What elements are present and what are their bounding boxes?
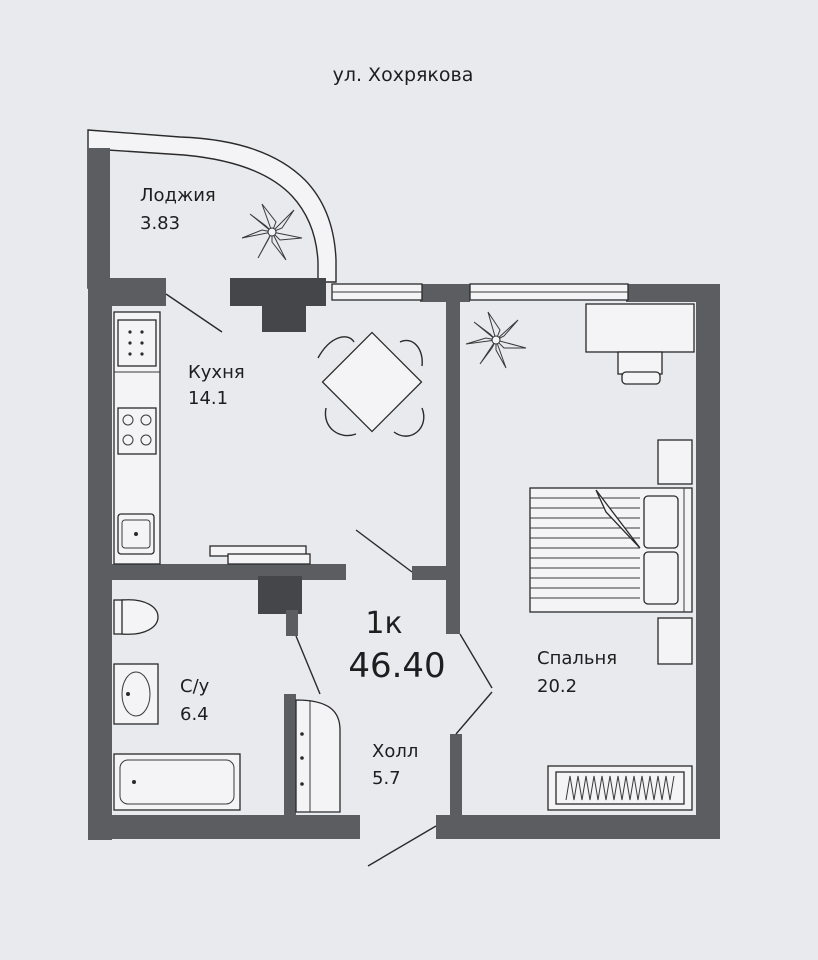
loggia-area: 3.83	[140, 213, 180, 234]
bottom-wall-right	[436, 815, 720, 839]
walls	[87, 129, 720, 840]
entrance-door-swing	[367, 825, 437, 867]
desk-icon	[585, 303, 695, 385]
kitchen-bedroom-partition	[446, 298, 460, 634]
bathroom-name: С/у	[180, 676, 210, 697]
loggia-name: Лоджия	[140, 185, 216, 206]
bathroom-door-swing	[295, 635, 321, 695]
bottom-wall-left	[88, 815, 360, 839]
doors	[165, 293, 493, 867]
street-label: ул. Хохрякова	[333, 64, 474, 86]
bathroom-sink-icon	[113, 663, 159, 725]
hall-area: 5.7	[372, 768, 401, 789]
bathroom-right-partition	[284, 694, 296, 818]
apartment-total-area: 46.40	[348, 646, 445, 686]
radiator-icon	[547, 765, 693, 811]
bathtub-icon	[113, 753, 241, 811]
apartment-type: 1к	[365, 606, 402, 641]
stove-icon	[117, 407, 157, 455]
left-outer-wall	[88, 278, 112, 840]
bedroom-area: 20.2	[537, 676, 577, 697]
bedroom-door-swing-lower	[455, 691, 493, 735]
right-outer-wall	[696, 284, 720, 839]
hall-name: Холл	[372, 741, 418, 762]
wardrobe-icon	[295, 699, 341, 813]
loggia-plant-icon	[241, 203, 303, 261]
kitchen-counter	[113, 311, 161, 565]
kitchen-area: 14.1	[188, 388, 228, 409]
kitchen-shelf	[209, 545, 311, 565]
kitchen-door-swing	[355, 529, 413, 573]
loggia-door-swing	[165, 293, 223, 333]
bedroom-door-swing-upper	[459, 633, 493, 689]
hob-icon	[117, 319, 157, 367]
nightstand-icon	[657, 439, 693, 665]
bathroom-area: 6.4	[180, 704, 209, 725]
toilet-icon	[113, 599, 159, 635]
bed-icon	[529, 487, 693, 613]
kitchen-name: Кухня	[188, 362, 245, 383]
dining-table-icon	[317, 331, 425, 437]
bedroom-name: Спальня	[537, 648, 617, 669]
bedroom-plant-icon	[465, 311, 527, 369]
loggia-outer-wall	[87, 129, 337, 289]
hall-bedroom-partition	[450, 734, 462, 830]
bathroom-top-wall	[108, 564, 346, 580]
